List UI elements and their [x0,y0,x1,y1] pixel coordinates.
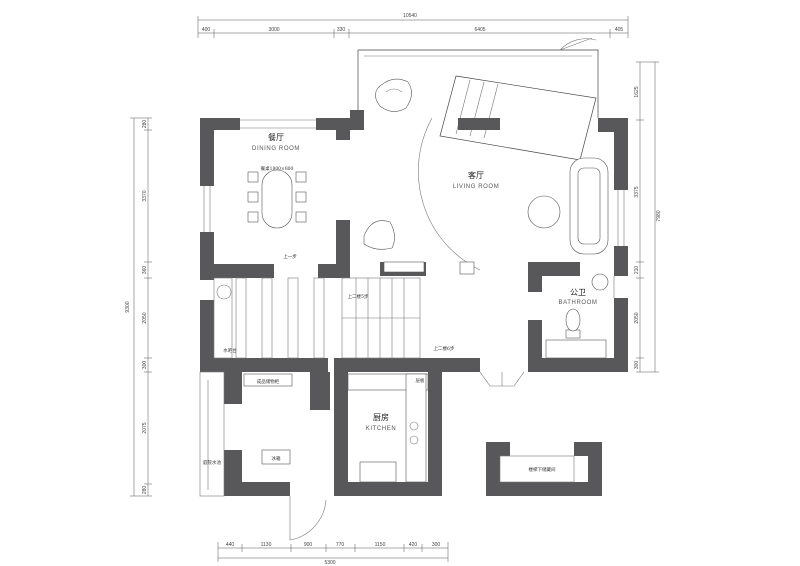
dimension-bottom: 440 1130 900 770 1150 420 300 5300 [217,542,449,566]
dim-left-seg: 2050 [142,312,148,323]
wall [336,220,350,278]
dim-left-seg: 2075 [142,422,148,433]
note-stairs-lower: 上二楼6步 [434,345,455,352]
wall [428,372,442,496]
dimension-right: 1625 3375 210 2050 300 7980 [634,61,662,373]
dim-top-seg: 400 [202,27,211,33]
dim-bottom-seg: 1130 [261,542,272,548]
wall [334,372,348,496]
note-stair-storage: 楼梯下储藏间 [529,466,556,473]
wall [334,358,480,372]
living-room-label-en: LIVING ROOM [453,184,500,190]
toilet-icon [565,308,581,339]
armchair-icon [363,220,395,250]
note-bar-counter: 水吧台 [223,347,237,354]
wall [200,264,274,278]
wall [528,262,542,292]
dim-top-total: 10540 [403,13,417,19]
dim-bottom-seg: 440 [226,542,235,548]
dim-top-seg: 330 [337,27,346,33]
wall [574,442,602,456]
kitchen-label-en: KITCHEN [366,426,397,432]
wall [528,358,628,372]
note-cabinet: 层板 [416,377,425,384]
dim-top-seg: 6405 [474,27,485,33]
sofa-icon [569,157,609,255]
dim-right-seg: 2050 [634,312,640,323]
wall [200,118,214,186]
wall [334,482,432,496]
dimension-left: 9300 280 3370 360 2050 300 2075 280 [125,117,152,497]
dim-bottom-seg: 300 [432,542,441,548]
wall [614,118,628,190]
dim-top-seg: 405 [615,27,624,33]
bathroom-label-cn: 公卫 [570,288,586,297]
dining-table-note: 餐桌1800×800 [261,165,294,172]
note-sink-pool: 庭院水池 [203,459,221,466]
dining-room-label-cn: 餐厅 [268,133,284,142]
wall [310,372,330,410]
dim-bottom-total: 5300 [324,560,335,566]
dimension-top: 10540 400 3000 330 6405 405 [197,13,629,38]
dim-right-seg: 1625 [634,86,640,97]
annotations: 上一步 上二楼5步 上二楼6步 水吧台 成品储物柜 冰箱 庭院水池 楼梯下储藏间… [203,253,556,473]
dining-table [261,169,293,229]
bathroom-label-en: BATHROOM [558,300,597,306]
wall [350,110,364,130]
wall [200,358,328,372]
furniture [243,75,609,483]
dim-bottom-seg: 1150 [375,542,386,548]
dim-right-seg: 3375 [634,186,640,197]
dim-left-seg: 280 [142,486,148,495]
round-table-icon [527,195,561,229]
note-fridge: 冰箱 [272,455,281,462]
wall [486,482,602,496]
wall [486,442,510,456]
dim-right-seg: 300 [634,361,640,370]
note-stairs-upper: 上二楼5步 [348,293,369,300]
dim-top-seg: 3000 [268,27,279,33]
wall [614,246,628,276]
living-room-label-cn: 客厅 [468,170,484,180]
dim-bottom-seg: 420 [409,542,418,548]
dim-bottom-seg: 770 [336,542,345,548]
staircase [213,277,421,359]
wall [200,300,214,372]
dining-room-label-en: DINING ROOM [252,146,300,152]
dim-left-seg: 280 [142,120,148,129]
wall [224,482,290,496]
note-step-up: 上一步 [283,253,297,260]
wall [614,298,628,372]
note-food-storage: 成品储物柜 [257,378,280,385]
dim-right-total: 7980 [656,210,662,221]
dim-right-seg: 210 [634,266,640,275]
room-labels: 餐厅 DINING ROOM 餐桌1800×800 客厅 LIVING ROOM… [252,133,597,432]
dim-bottom-seg: 900 [304,542,313,548]
armchair-icon [375,78,412,112]
dim-left-seg: 300 [142,361,148,370]
dim-left-seg: 360 [142,266,148,275]
outlines [199,37,625,541]
wall [224,372,242,404]
dim-left-seg: 3370 [142,190,148,201]
dim-left-total: 9300 [125,301,131,312]
kitchen-label-cn: 厨房 [373,412,389,422]
wall [336,118,350,140]
